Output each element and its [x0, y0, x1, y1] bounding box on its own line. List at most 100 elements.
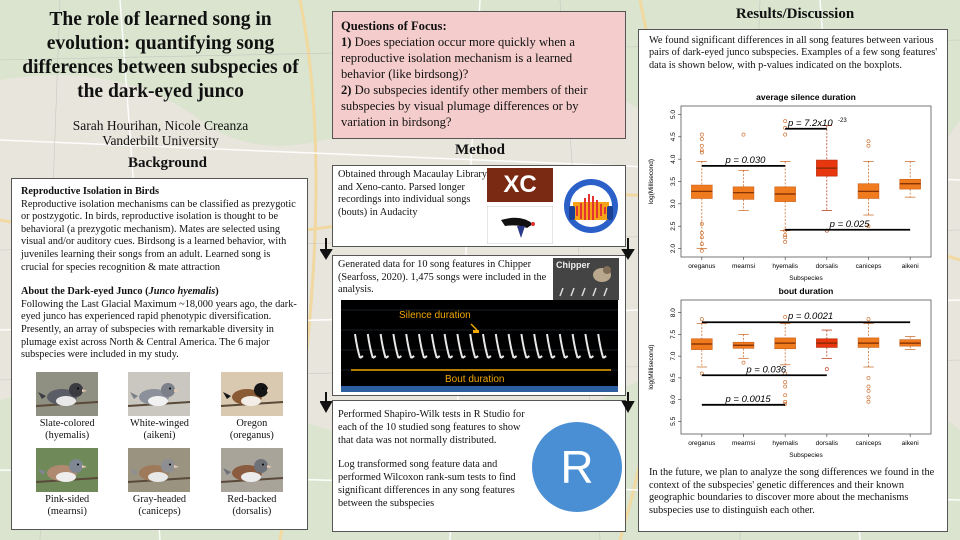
outlier-point: [866, 395, 871, 400]
x-tick-label: hyemalis: [772, 440, 798, 447]
question-1: 1) Does speciation occur more quickly wh…: [341, 35, 575, 81]
chipper-bird-icon: [593, 266, 611, 282]
outlier-point: [866, 399, 871, 404]
x-tick-label: oreganus: [688, 263, 716, 270]
reproductive-isolation-heading: Reproductive Isolation in Birds: [21, 186, 159, 197]
method-step-1: Obtained through Macaulay Library and Xe…: [332, 165, 626, 247]
syllable-mark: [430, 333, 441, 359]
bird-gallery: Slate-colored(hyemalis) White-winged(aik…: [21, 371, 298, 518]
bird-subspecies-name: (hyemalis): [45, 429, 90, 441]
outlier-point: [866, 139, 871, 144]
author-names: Sarah Hourihan, Nicole Creanza: [72, 118, 249, 133]
bird-card: Gray-headed(caniceps): [113, 447, 205, 518]
audacity-icon: [564, 179, 618, 233]
syllable-mark: [354, 333, 364, 359]
method-step-1-text: Obtained through Macaulay Library and Xe…: [338, 169, 487, 218]
syllable-mark: [443, 333, 454, 359]
plot-title: average silence duration: [756, 92, 856, 102]
reproductive-isolation-text: Reproductive isolation mechanisms can be…: [21, 198, 296, 273]
x-axis-label: Subspecies: [789, 452, 823, 459]
affiliation: Vanderbilt University: [102, 133, 219, 148]
y-tick-label: 5.5: [670, 416, 677, 425]
x-tick-label: aikeni: [902, 263, 919, 270]
results-header: Results/Discussion: [735, 6, 855, 22]
syllable-mark: [584, 333, 594, 359]
x-tick-label: aikeni: [902, 440, 919, 447]
y-tick-label: 8.0: [670, 308, 677, 317]
bird-card: Oregon(oreganus): [206, 371, 298, 442]
outlier-point: [783, 239, 788, 244]
syllable-mark: [494, 333, 505, 359]
x-tick-label: dorsalis: [816, 263, 839, 270]
outlier-point: [866, 317, 871, 322]
outlier-point: [824, 367, 829, 372]
y-tick-label: 2.5: [670, 221, 677, 230]
y-axis-label: log(Millisecond): [648, 159, 655, 204]
outlier-point: [699, 248, 704, 253]
author-block: Sarah Hourihan, Nicole Creanza Vanderbil…: [8, 118, 313, 148]
bird-photo: [36, 371, 99, 416]
bird-photo: [128, 371, 191, 416]
x-axis-label: Subspecies: [789, 275, 823, 282]
outlier-point: [783, 315, 788, 319]
results-outro: In the future, we plan to analyze the so…: [649, 467, 935, 516]
outlier-point: [741, 132, 746, 137]
poster-title: The role of learned song in evolution: q…: [22, 9, 299, 102]
p-value-label: p = 0.030: [725, 155, 767, 166]
y-tick-label: 2.0: [670, 244, 677, 253]
syllable-mark: [597, 333, 607, 359]
chipper-logo: Chipper: [553, 258, 619, 300]
bird-photo: [220, 371, 283, 416]
outlier-point: [783, 233, 788, 238]
outlier-point: [783, 380, 788, 385]
method-step-3: Performed Shapiro-Wilk tests in R Studio…: [332, 400, 626, 532]
bird-card: White-winged(aikeni): [113, 371, 205, 442]
x-tick-label: oreganus: [688, 440, 716, 447]
bird-photo: [128, 447, 191, 492]
bird-subspecies-name: (aikeni): [143, 429, 176, 441]
xeno-canto-logo: XC: [487, 168, 553, 202]
y-tick-label: 7.0: [670, 351, 677, 360]
x-tick-label: dorsalis: [816, 440, 839, 447]
bird-subspecies-name: (mearnsi): [47, 505, 87, 517]
syllable-mark: [456, 333, 466, 359]
outlier-point: [699, 317, 704, 322]
outlier-point: [699, 150, 704, 155]
syllable-mark: [366, 333, 377, 359]
bird-card: Red-backed(dorsalis): [206, 447, 298, 518]
bird-card: Slate-colored(hyemalis): [21, 371, 113, 442]
bird-common-name: Slate-colored: [39, 417, 95, 429]
outlier-point: [783, 399, 788, 404]
syllable-mark: [392, 333, 402, 359]
outlier-point: [866, 375, 871, 380]
macaulay-bird-icon: [487, 206, 553, 244]
plot-title: bout duration: [779, 286, 834, 296]
junco-heading-post: ): [215, 286, 219, 298]
syllable-mark: [533, 333, 543, 359]
bird-common-name: Pink-sided: [45, 493, 90, 505]
outlier-point: [699, 235, 704, 240]
outlier-point: [783, 393, 788, 398]
chipper-logo-text: Chipper: [556, 260, 591, 270]
silence-duration-label: Silence duration: [399, 310, 471, 321]
syllable-mark: [405, 333, 415, 359]
x-tick-label: hyemalis: [772, 263, 798, 270]
p-value-label: p = 0.025: [829, 219, 871, 230]
p-value-label: p = 0.036: [745, 364, 787, 375]
outlier-point: [699, 137, 704, 141]
results-box: We found significant differences in all …: [638, 29, 948, 532]
outlier-point: [866, 388, 871, 393]
syllable-mark: [558, 333, 569, 359]
x-tick-label: caniceps: [856, 263, 882, 270]
wilcoxon-text: Log transformed song feature data and pe…: [338, 459, 516, 509]
y-tick-label: 3.0: [670, 199, 677, 208]
outlier-point: [699, 143, 704, 148]
silence-duration-pointer: [470, 323, 478, 331]
junco-text: Following the Last Glacial Maximum ~18,0…: [21, 298, 297, 361]
outlier-point: [699, 371, 704, 376]
outlier-point: [699, 242, 704, 246]
y-tick-label: 6.5: [670, 373, 677, 382]
results-intro: We found significant differences in all …: [649, 35, 938, 71]
syllable-mark: [571, 333, 582, 359]
y-tick-label: 3.5: [670, 177, 677, 186]
